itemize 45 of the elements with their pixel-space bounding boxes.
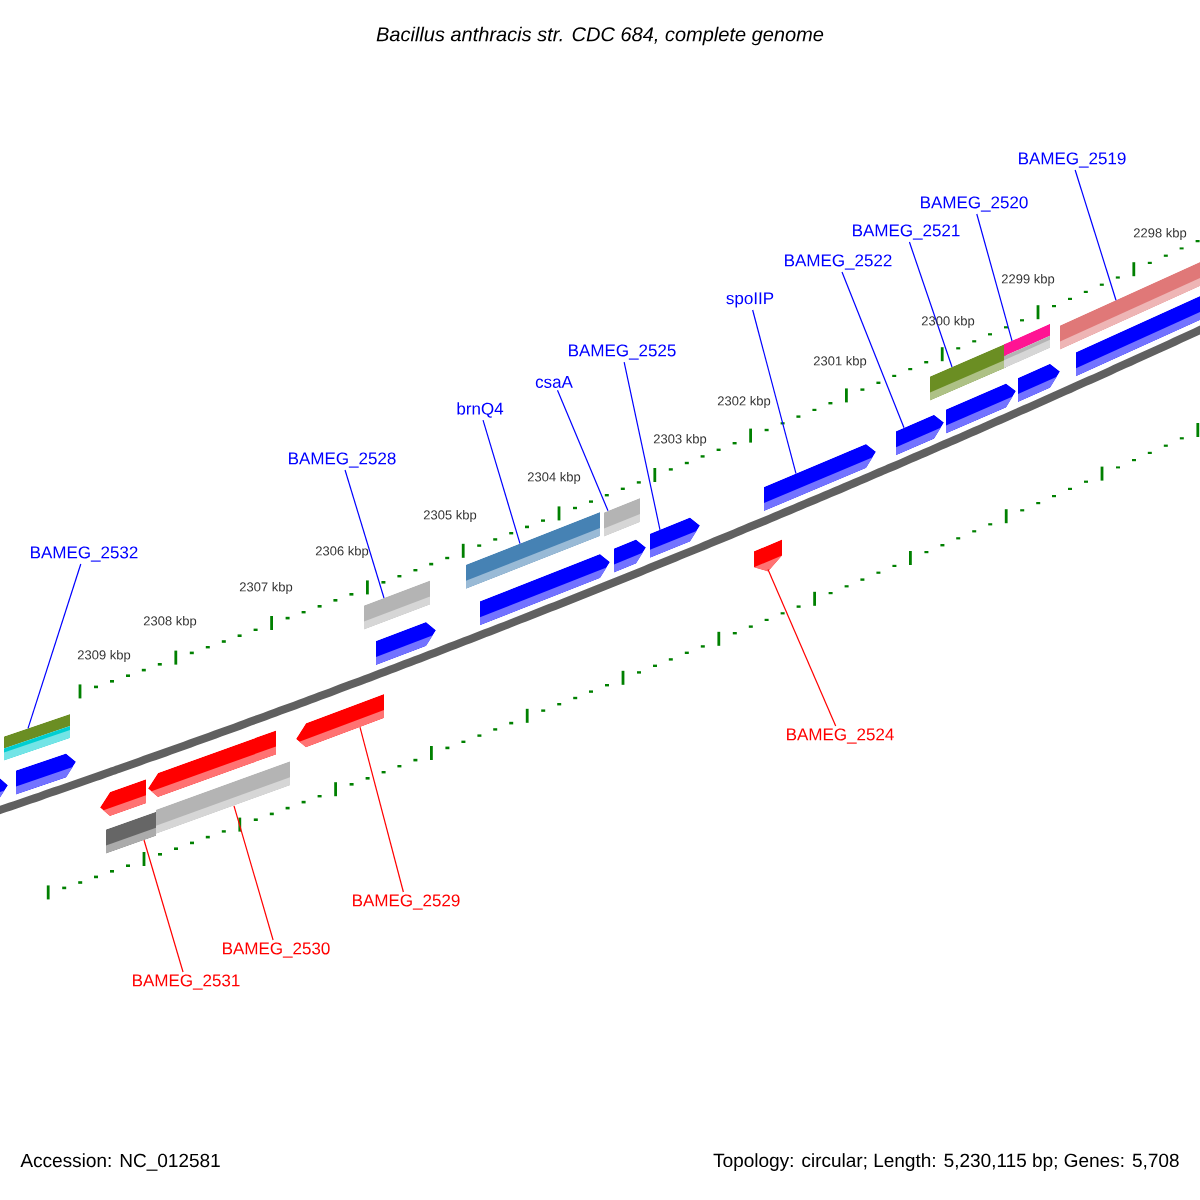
leader-line xyxy=(908,241,953,368)
gene-label: BAMEG_2525 xyxy=(569,344,676,360)
gene-label: brnQ4 xyxy=(457,402,504,418)
leader-line xyxy=(1074,169,1117,301)
gene-feature xyxy=(930,343,1006,401)
gene-feature xyxy=(106,811,156,854)
gene-label: csaA xyxy=(535,376,573,388)
title: Bacillus anthracis str. CDC 684, complete genome xyxy=(376,26,824,46)
leader-line xyxy=(841,271,905,429)
leader-line xyxy=(556,389,609,512)
gene-label: BAMEG_2531 xyxy=(133,974,240,990)
leader-line xyxy=(233,805,274,941)
gene-label: BAMEG_2532 xyxy=(31,546,138,562)
gene-feature xyxy=(4,714,70,761)
gene-label: BAMEG_2520 xyxy=(921,196,1028,212)
gene-label: BAMEG_2529 xyxy=(353,894,460,910)
leader-line xyxy=(976,213,1013,342)
genome-info-text: Topology: circular; Length: 5,230,115 bp; Genes: 5,708 xyxy=(713,1153,1179,1171)
gene-feature xyxy=(896,414,944,456)
leader-line xyxy=(752,309,797,475)
leader-line xyxy=(27,563,82,729)
gene-feature xyxy=(754,539,782,572)
gene-label: BAMEG_2519 xyxy=(1019,152,1126,168)
gene-label: BAMEG_2528 xyxy=(289,452,396,468)
accession-text: Accession: NC_012581 xyxy=(20,1153,220,1171)
leader-line xyxy=(767,568,837,727)
gene-feature xyxy=(650,517,700,558)
gene-label: spoIIP xyxy=(726,292,774,308)
gene-label: BAMEG_2524 xyxy=(787,728,894,744)
leader-line xyxy=(143,839,184,973)
leader-line xyxy=(344,469,385,599)
gene-feature xyxy=(764,444,876,511)
gene-label: BAMEG_2522 xyxy=(785,254,892,270)
gene-label: BAMEG_2521 xyxy=(853,224,960,240)
gene-feature xyxy=(296,694,384,748)
gene-label: BAMEG_2530 xyxy=(223,942,330,958)
gene-feature xyxy=(156,761,290,834)
gene-feature xyxy=(1060,257,1200,350)
gene-feature xyxy=(364,580,430,630)
gene-feature xyxy=(1004,323,1050,369)
gene-feature xyxy=(1018,363,1060,402)
leader-line xyxy=(359,726,404,893)
gene-feature xyxy=(604,498,640,537)
leader-line xyxy=(623,361,661,531)
leader-line xyxy=(482,419,521,545)
